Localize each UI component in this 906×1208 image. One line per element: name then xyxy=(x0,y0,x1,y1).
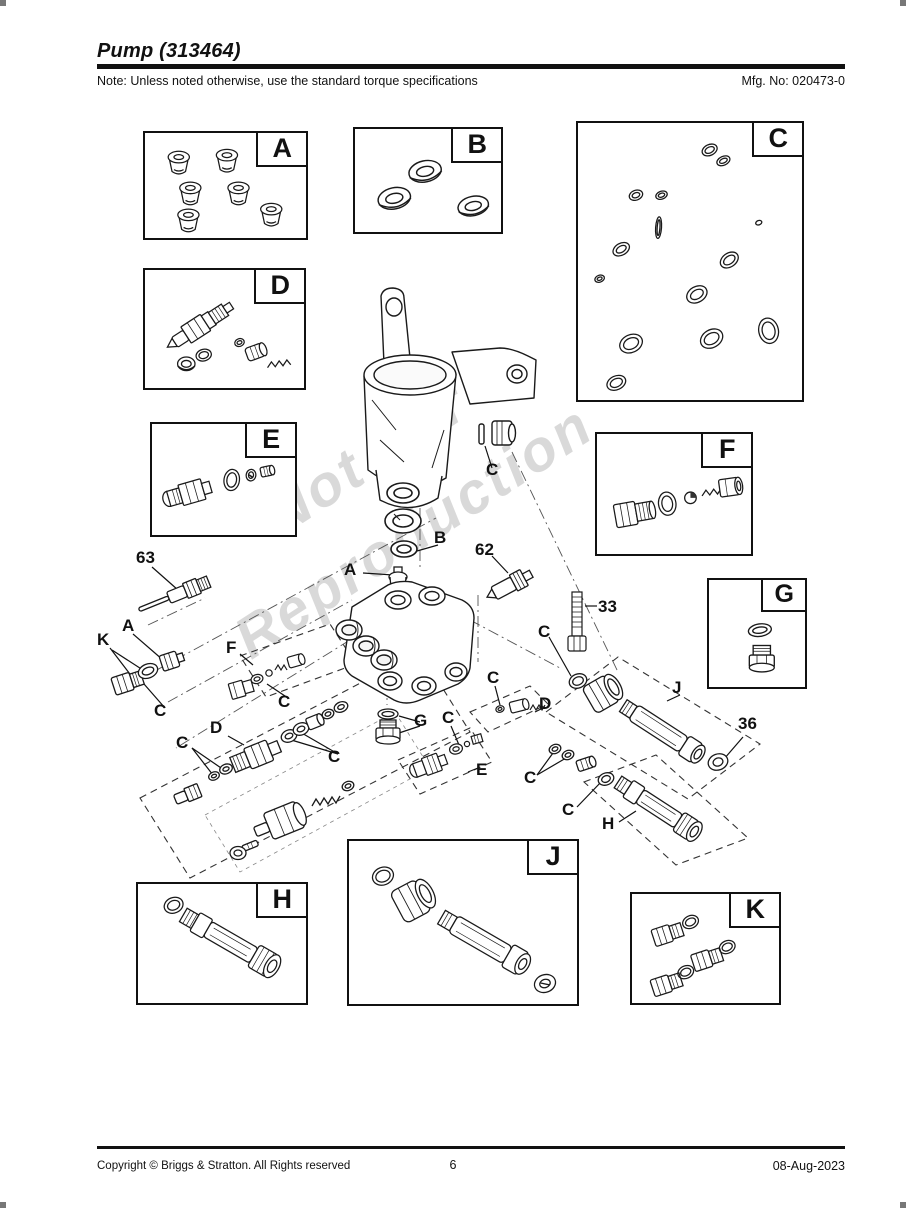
parts-box-e-art xyxy=(162,464,276,508)
callout-letter-a-manifold: A xyxy=(344,560,357,579)
parts-box-c: C xyxy=(576,120,805,402)
part-63-thermal-valve xyxy=(138,575,212,612)
parts-box-k-art xyxy=(649,912,738,998)
parts-box-c-art xyxy=(594,143,780,391)
callout-letter-c-under-f: C xyxy=(278,692,291,711)
callout-63: 63 xyxy=(136,548,155,567)
valve-a-left xyxy=(158,650,186,672)
callout-letter-d-right: D xyxy=(539,694,552,713)
page-title: Pump (313464) xyxy=(97,40,241,62)
parts-box-e: E xyxy=(150,421,298,537)
parts-box-f-art xyxy=(612,476,744,529)
callout-letter-c-bottom-right: C xyxy=(524,768,537,787)
callout-letter-h-mid: H xyxy=(602,814,615,833)
parts-box-h-label: H xyxy=(256,881,309,918)
callout-letter-k: K xyxy=(97,630,110,649)
parts-box-b: B xyxy=(353,126,504,234)
part-62-sensor xyxy=(485,569,534,600)
parts-box-j: J xyxy=(347,838,580,1006)
callout-letter-d-mid: D xyxy=(210,718,223,737)
parts-box-h: H xyxy=(136,881,309,1005)
parts-box-d: D xyxy=(143,267,307,390)
callout-62: 62 xyxy=(475,540,494,559)
callout-letter-c-d-left: C xyxy=(176,733,189,752)
leader-lines xyxy=(109,445,744,823)
parts-box-f-label: F xyxy=(701,431,754,468)
callout-letter-g-mid: G xyxy=(414,711,428,730)
parts-box-a: A xyxy=(143,130,309,240)
pump-housing xyxy=(363,287,537,509)
chain-d-small xyxy=(495,698,546,714)
mfg-number: Mfg. No: 020473-0 xyxy=(741,74,845,88)
footer-rule xyxy=(97,1146,845,1149)
chain-e-mid xyxy=(409,733,484,778)
parts-box-b-label: B xyxy=(451,126,504,163)
callout-letter-c-housing: C xyxy=(486,460,499,479)
parts-box-e-label: E xyxy=(245,421,298,458)
footer-date: 08-Aug-2023 xyxy=(772,1159,845,1173)
parts-box-h-art xyxy=(163,896,282,979)
parts-box-a-art xyxy=(167,148,283,233)
chain-d-main xyxy=(173,701,355,861)
callout-letter-f-mid: F xyxy=(226,638,237,657)
parts-box-j-art xyxy=(371,866,557,994)
parts-box-j-label: J xyxy=(527,838,580,875)
header-rule xyxy=(97,64,845,69)
callout-letter-c-j: C xyxy=(538,622,551,641)
callout-letter-b: B xyxy=(434,528,447,547)
parts-box-c-label: C xyxy=(752,120,805,157)
part-33-bolt xyxy=(567,591,587,652)
callout-33: 33 xyxy=(598,597,617,616)
callout-letter-a-left: A xyxy=(122,616,135,635)
chain-f-mid xyxy=(227,653,306,700)
parts-box-d-art xyxy=(166,301,292,372)
parts-box-g-label: G xyxy=(761,577,808,612)
plug-k-left xyxy=(110,662,159,696)
scan-corner-mark xyxy=(900,1202,906,1208)
part-g-nut xyxy=(375,708,401,745)
manifold xyxy=(335,580,475,704)
chain-j xyxy=(568,673,729,771)
parts-box-k: K xyxy=(630,891,782,1005)
callout-letter-j-mid: J xyxy=(672,678,682,697)
callout-letter-c-left: C xyxy=(154,701,167,720)
callout-letter-c-d-right: C xyxy=(328,747,341,766)
parts-box-g: G xyxy=(707,577,808,689)
parts-box-f: F xyxy=(595,431,754,556)
parts-box-k-label: K xyxy=(729,891,782,928)
scan-corner-mark xyxy=(0,1202,6,1208)
parts-box-g-art xyxy=(747,623,775,673)
parts-box-a-label: A xyxy=(256,130,309,167)
chain-h xyxy=(548,743,703,842)
scan-corner-mark xyxy=(0,0,6,6)
seal-stack xyxy=(384,482,422,558)
footer-copyright: Copyright © Briggs & Stratton. All Right… xyxy=(97,1160,351,1172)
callout-letter-c-h: C xyxy=(562,800,575,819)
footer-page-number: 6 xyxy=(449,1158,457,1172)
callout-36: 36 xyxy=(738,714,757,733)
callout-letter-c-e: C xyxy=(442,708,455,727)
parts-box-d-label: D xyxy=(254,267,307,304)
scan-corner-mark xyxy=(900,0,906,6)
parts-box-b-art xyxy=(377,159,490,217)
torque-note: Note: Unless noted otherwise, use the st… xyxy=(97,74,478,88)
callout-letter-c-d-small: C xyxy=(487,668,500,687)
callout-letter-e-mid: E xyxy=(476,760,488,779)
